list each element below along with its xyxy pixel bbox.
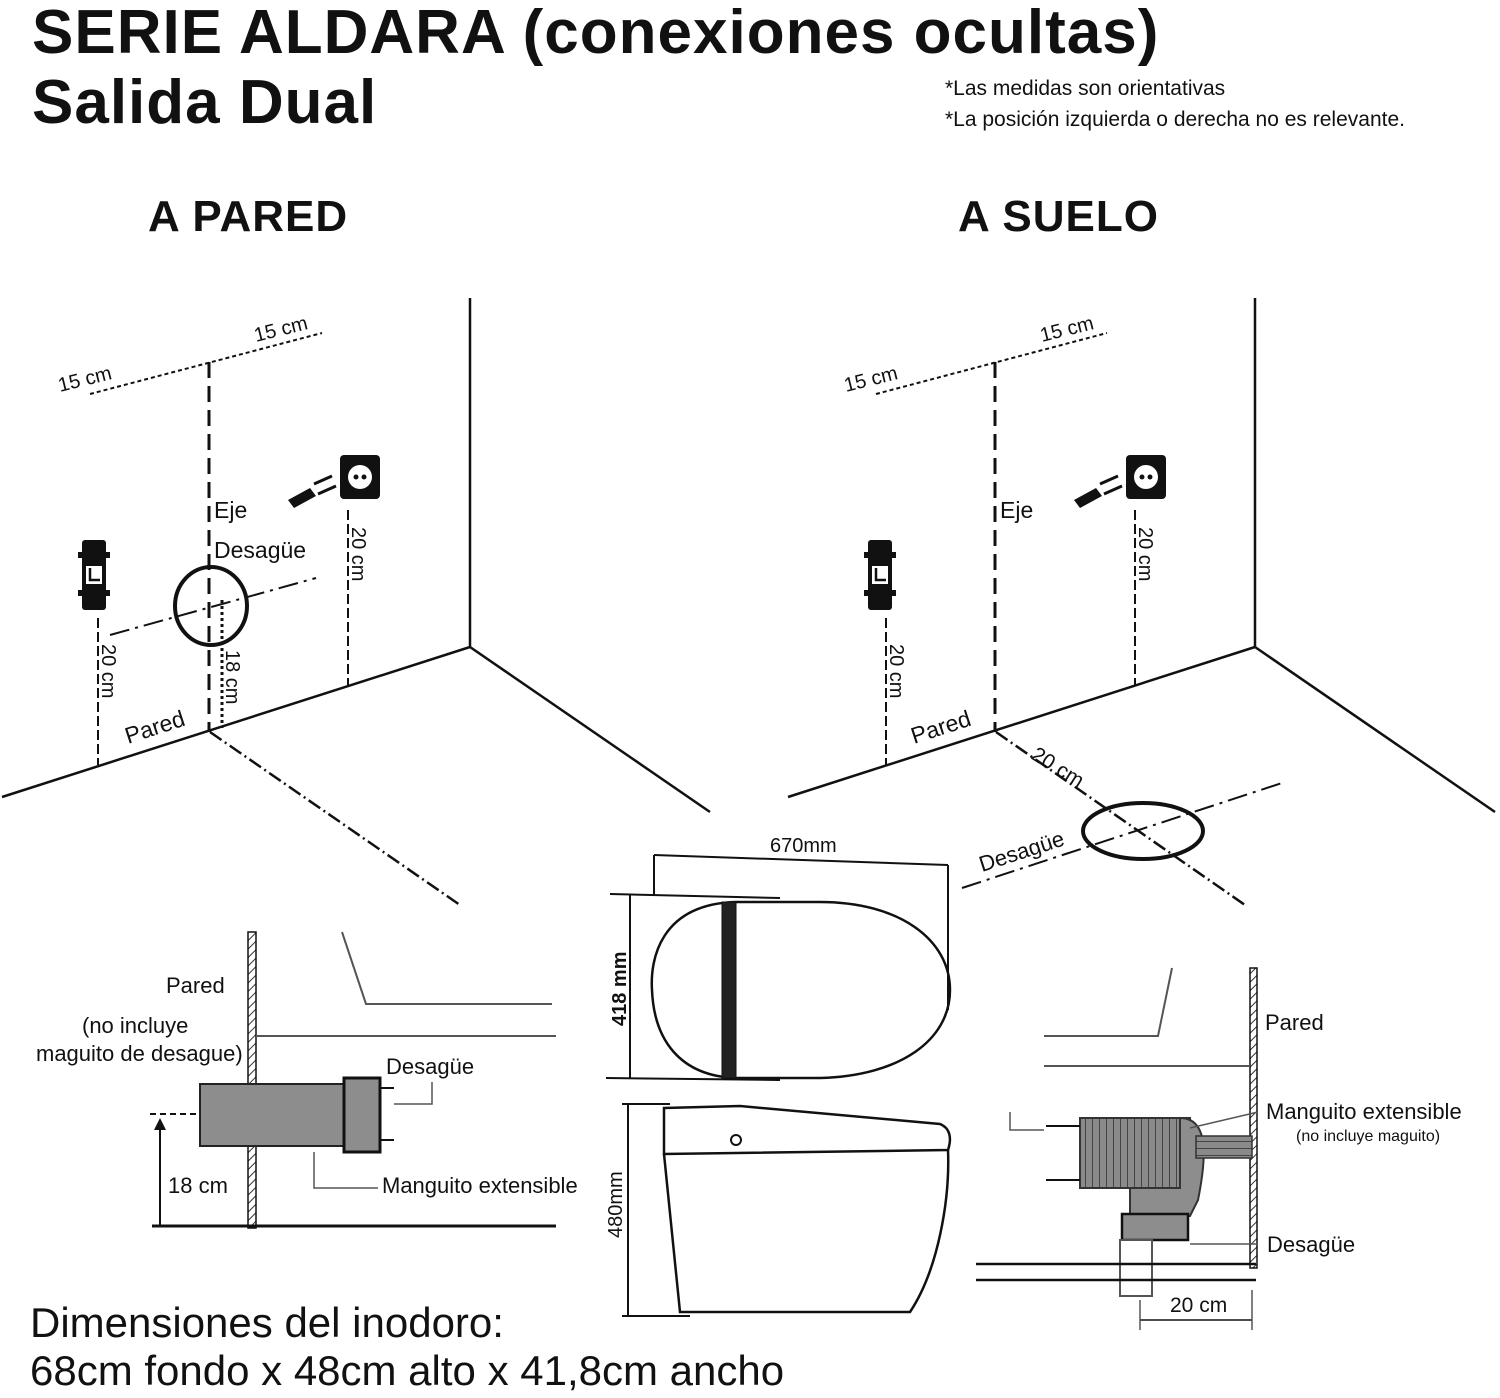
wall-dim-water: 20 cm	[97, 644, 119, 698]
wall-dim-drain: 18 cm	[221, 650, 243, 704]
floor-dim-top-right: 15 cm	[1038, 312, 1096, 347]
floor-detail-drawing	[976, 967, 1259, 1330]
floor-dim-top-left: 15 cm	[842, 362, 900, 397]
toilet-width-dim: 670mm	[770, 835, 837, 857]
wall-eje-label: Eje	[214, 497, 247, 523]
wall-dimension-lines	[89, 332, 349, 765]
wall-dim-top-left: 15 cm	[56, 362, 114, 397]
floor-pared-label: Pared	[908, 705, 974, 749]
wall-detail-dim: 18 cm	[168, 1173, 228, 1198]
wall-detail-manguito: Manguito extensible	[382, 1173, 578, 1198]
wall-dim-socket: 20 cm	[347, 527, 369, 581]
toilet-top-view	[605, 854, 952, 1081]
floor-dim-floor: 20 cm	[1027, 743, 1088, 793]
power-socket-icon	[1074, 455, 1166, 508]
wall-detail-drawing	[150, 931, 556, 1229]
wall-detail-note2: maguito de desague)	[36, 1041, 243, 1066]
toilet-height-dim: 480mm	[605, 1171, 627, 1238]
note-position: *La posición izquierda o derecha no es r…	[945, 108, 1405, 131]
wall-section-title: A PARED	[148, 192, 349, 241]
floor-detail-pared: Pared	[1265, 1010, 1324, 1035]
dimensions-values: 68cm fondo x 48cm alto x 41,8cm ancho	[30, 1347, 785, 1394]
water-valve-icon	[78, 540, 110, 610]
floor-drain-circle	[1081, 801, 1205, 861]
wall-detail-pared: Pared	[166, 973, 225, 998]
water-valve-icon	[864, 540, 896, 610]
wall-pared-label: Pared	[122, 705, 188, 749]
floor-room-perspective	[787, 298, 1496, 907]
page-subtitle: Salida Dual	[32, 68, 378, 137]
floor-dim-socket: 20 cm	[1134, 527, 1156, 581]
wall-room-perspective	[1, 298, 711, 907]
toilet-depth-dim: 418 mm	[609, 952, 631, 1027]
wall-dim-top-right: 15 cm	[252, 312, 310, 347]
toilet-side-view	[622, 1103, 952, 1317]
floor-detail-manguito: Manguito extensible	[1266, 1099, 1462, 1124]
note-measures: *Las medidas son orientativas	[945, 77, 1226, 100]
floor-detail-note: (no incluye maguito)	[1296, 1128, 1440, 1145]
floor-detail-dim: 20 cm	[1170, 1294, 1227, 1317]
dimensions-heading: Dimensiones del inodoro:	[30, 1299, 504, 1346]
floor-section-title: A SUELO	[958, 192, 1159, 241]
floor-detail-desague: Desagüe	[1267, 1232, 1355, 1257]
floor-dim-water: 20 cm	[885, 644, 907, 698]
wall-drain-circle	[173, 565, 249, 647]
wall-detail-note1: (no incluye	[82, 1013, 188, 1038]
power-socket-icon	[288, 455, 380, 508]
page-title: SERIE ALDARA (conexiones ocultas)	[32, 0, 1160, 67]
floor-eje-label: Eje	[1000, 497, 1033, 523]
wall-detail-desague: Desagüe	[386, 1054, 474, 1079]
wall-desague-label: Desagüe	[214, 537, 306, 563]
floor-dimension-lines	[875, 332, 1286, 889]
